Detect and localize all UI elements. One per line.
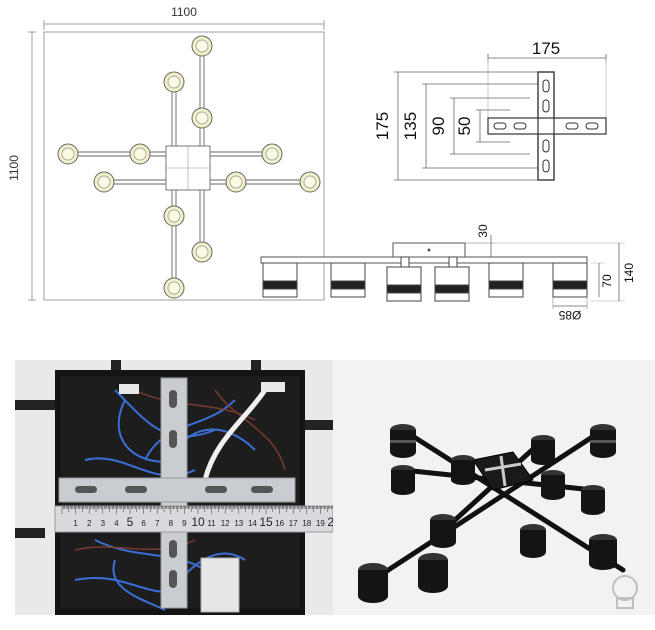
lamp-icon (163, 205, 185, 227)
ruler: 1234567891011121314151617181920 (54, 505, 333, 533)
lamp-cylinder (541, 470, 565, 500)
ruler-tick-label: 4 (114, 519, 119, 528)
ruler-tick-label: 9 (182, 519, 187, 528)
ruler-tick-label: 5 (127, 515, 134, 529)
lamp-icon (191, 35, 213, 57)
lamp-icon (225, 171, 247, 193)
side-view-panel: 30 140 70 Ø85 (255, 215, 655, 330)
lamp-cylinder (590, 424, 616, 458)
product-photo (358, 424, 638, 609)
plan-outline (43, 31, 325, 301)
terminal-block (200, 557, 240, 613)
ruler-tick-label: 11 (207, 519, 216, 528)
bracket-dim-135-label: 135 (401, 112, 420, 140)
lamp-cylinder (531, 435, 555, 465)
plan-view-drawing: 1100 1100 (7, 5, 325, 301)
lamp-icon (57, 143, 79, 165)
side-height-label: 140 (622, 263, 636, 283)
side-lamp-height-label: 70 (600, 274, 614, 288)
ruler-tick-label: 12 (221, 519, 230, 528)
bracket-dim-50-label: 50 (455, 117, 474, 136)
ruler-tick-label: 1 (73, 519, 78, 528)
lamp-cylinder (488, 262, 524, 298)
plan-view-panel: 1100 1100 (0, 0, 340, 320)
wiring-photo: 1234567891011121314151617181920 (15, 360, 333, 615)
plan-width-label: 1100 (171, 5, 197, 19)
lamp-cylinder (391, 465, 415, 495)
lamp-cylinder (434, 256, 470, 302)
lamp-cylinder (390, 424, 416, 458)
ruler-ticks: 1234567891011121314151617181920 (61, 506, 333, 529)
lamp-cylinder (262, 262, 298, 298)
lamp-cylinder (520, 524, 546, 558)
ruler-tick-label: 13 (234, 519, 243, 528)
white-cable (202, 388, 268, 481)
ruler-tick-label: 17 (289, 519, 298, 528)
ruler-tick-label: 14 (248, 519, 257, 528)
ruler-tick-label: 6 (141, 519, 146, 528)
side-lamps (262, 256, 588, 302)
side-view-drawing: 30 140 70 Ø85 (260, 224, 636, 322)
ruler-tick-label: 7 (155, 519, 160, 528)
lamp-icon (163, 71, 185, 93)
lamp-icon (129, 143, 151, 165)
bracket-drawing: 175 175 135 90 50 (373, 39, 607, 181)
lamp-cylinder (418, 553, 448, 593)
lamp-cylinder (589, 534, 617, 570)
ruler-tick-label: 16 (275, 519, 284, 528)
ruler-tick-label: 20 (327, 515, 333, 529)
ruler-tick-label: 18 (302, 519, 311, 528)
lamp-icon (191, 241, 213, 263)
lamp-cylinder (581, 485, 605, 515)
plan-lamps (57, 35, 321, 299)
lamp-icon (93, 171, 115, 193)
bracket-detail-panel: 175 175 135 90 50 (370, 30, 640, 190)
lamp-cylinder (386, 256, 422, 302)
wiring-photo-panel: 1234567891011121314151617181920 (15, 360, 333, 615)
lamp-cylinder (451, 455, 475, 485)
bracket-dim-175-label: 175 (373, 112, 392, 140)
lamp-cylinder (430, 514, 456, 548)
lamp-cylinder (358, 563, 388, 603)
lamp-icon (191, 107, 213, 129)
product-photo-panel (333, 360, 655, 615)
bracket-slots (493, 79, 599, 173)
lamp-icon (261, 143, 283, 165)
ruler-tick-label: 3 (101, 519, 106, 528)
bracket-dim-90-label: 90 (429, 117, 448, 136)
cross-bracket (487, 71, 607, 181)
watermark-logo (612, 575, 638, 609)
bracket-width-label: 175 (532, 39, 560, 58)
lamp-icon (163, 277, 185, 299)
lamp-icon (299, 171, 321, 193)
side-arm (260, 256, 588, 264)
ruler-tick-label: 19 (316, 519, 325, 528)
side-diameter-label: Ø85 (558, 308, 581, 322)
mounting-plate-horizontal (58, 477, 296, 503)
side-depth-label: 30 (476, 224, 490, 238)
ruler-tick-label: 15 (259, 515, 273, 529)
plan-height-label: 1100 (7, 155, 21, 181)
ruler-tick-label: 2 (87, 519, 92, 528)
product-lamps (358, 424, 617, 603)
ruler-tick-label: 10 (191, 515, 205, 529)
lamp-cylinder (552, 262, 588, 298)
lamp-cylinder (330, 262, 366, 298)
ruler-tick-label: 8 (169, 519, 174, 528)
